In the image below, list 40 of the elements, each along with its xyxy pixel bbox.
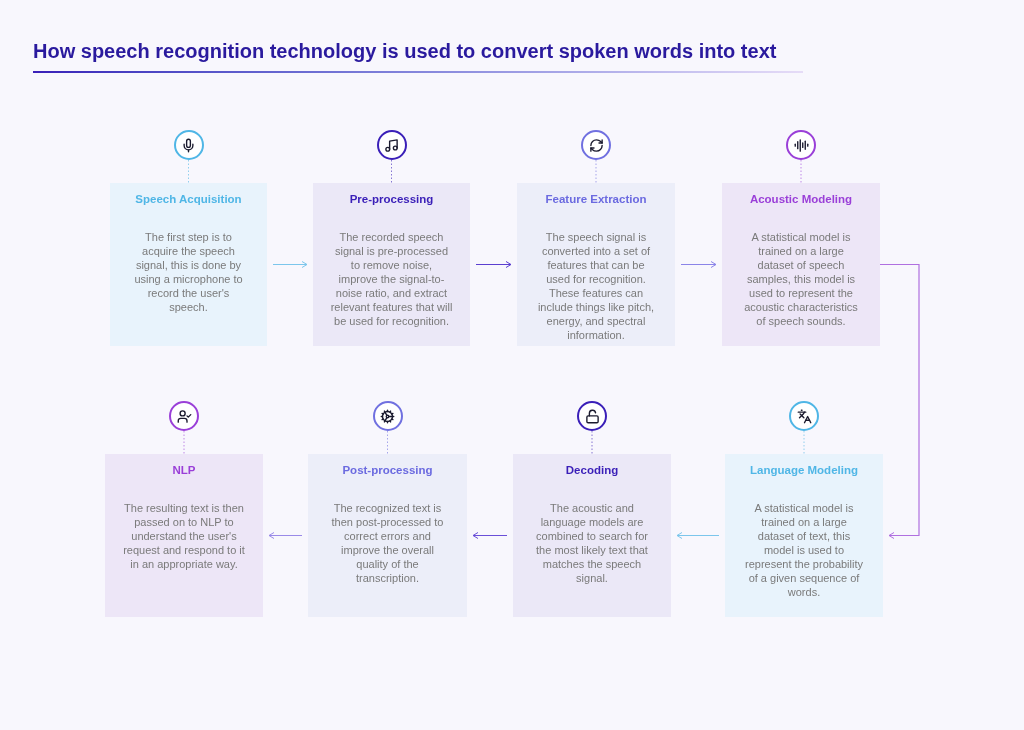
microphone-badge bbox=[173, 130, 204, 160]
arrow bbox=[472, 532, 508, 539]
music-note-badge bbox=[376, 130, 407, 160]
step-heading: Acoustic Modeling bbox=[749, 192, 853, 207]
step-heading: Feature Extraction bbox=[545, 192, 647, 207]
arrow bbox=[475, 261, 512, 268]
process-box bbox=[513, 454, 671, 617]
step-description: The recognized text is then post-processed to correct errors and improve the overall quality of the transcription. bbox=[330, 501, 445, 586]
step-heading: Language Modeling bbox=[750, 463, 858, 478]
process-box bbox=[722, 183, 880, 346]
process-box bbox=[110, 183, 267, 346]
step-description: A statistical model is trained on a large dataset of text, this model is used to represent the probability of a given sequence of words. bbox=[744, 501, 864, 600]
process-box bbox=[105, 454, 263, 617]
step-heading: Post-processing bbox=[342, 463, 433, 478]
step-description: The acoustic and language models are combined to search for the most likely text that matches the speech signal. bbox=[535, 501, 649, 586]
step-heading: NLP bbox=[172, 463, 196, 478]
arrow bbox=[879, 263, 920, 539]
title: How speech recognition technology is used to convert spoken words into text bbox=[33, 39, 777, 64]
arrow bbox=[676, 532, 720, 539]
step-heading: Pre-processing bbox=[349, 192, 434, 207]
step-description: The first step is to acquire the speech signal, this is done by using a microphone to record the user's speech. bbox=[133, 230, 244, 315]
process-box bbox=[313, 183, 470, 346]
user-check-badge bbox=[169, 401, 199, 431]
sound-wave-badge bbox=[786, 130, 816, 160]
process-box bbox=[725, 454, 883, 617]
gear-badge bbox=[372, 401, 403, 431]
process-box bbox=[517, 183, 675, 346]
process-box bbox=[308, 454, 467, 617]
step-description: The speech signal is converted into a set of features that can be used for recognition. These features can include things like pitch, energy, and spectral information. bbox=[536, 230, 656, 343]
step-heading: Speech Acquisition bbox=[135, 192, 242, 207]
lock-badge bbox=[577, 401, 607, 431]
arrow bbox=[268, 532, 303, 539]
step-description: The recorded speech signal is pre-processed to remove noise, improve the signal-to-noise ratio, and extract relevant features that will be used for recognition. bbox=[330, 230, 453, 329]
translate-badge bbox=[789, 401, 819, 431]
step-description: A statistical model is trained on a large dataset of speech samples, this model is used to represent the acoustic characteristics of speech sounds. bbox=[743, 230, 859, 329]
step-heading: Decoding bbox=[565, 463, 619, 478]
arrow bbox=[680, 261, 717, 268]
step-description: The resulting text is then passed on to NLP to understand the user's request and respond to it in an appropriate way. bbox=[122, 501, 246, 572]
arrow bbox=[272, 261, 308, 268]
rotate-arrows-badge bbox=[581, 130, 611, 160]
